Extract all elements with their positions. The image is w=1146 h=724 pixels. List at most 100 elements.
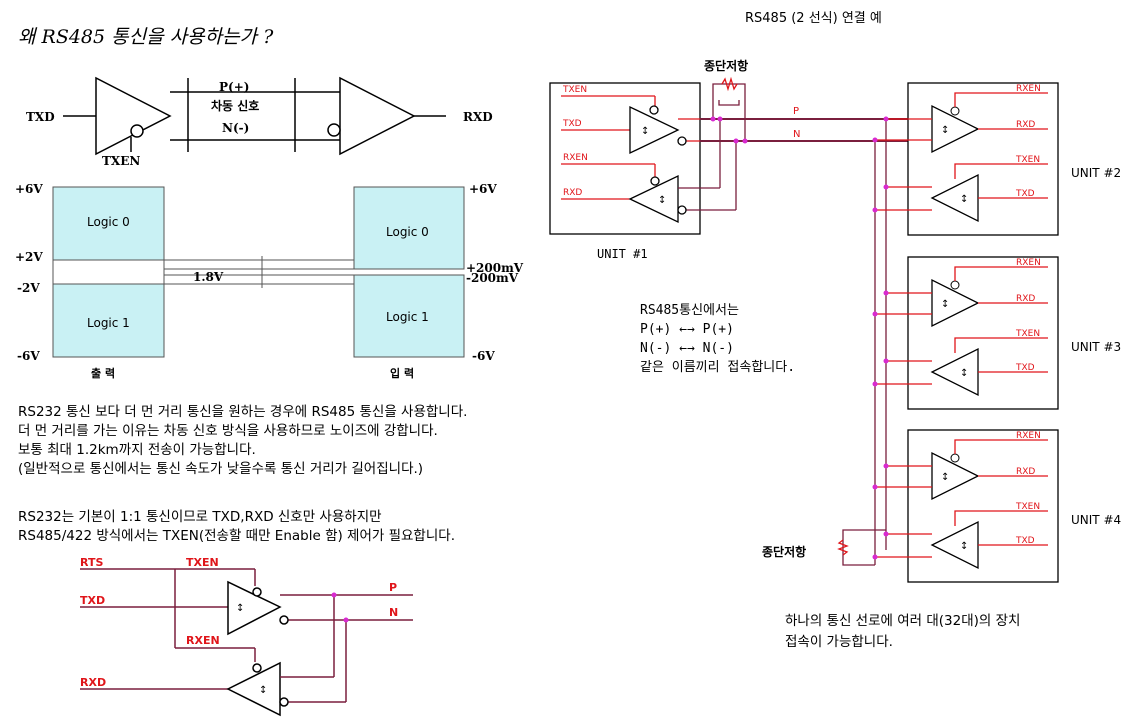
paragraph-2: RS232는 기본이 1:1 통신이므로 TXD,RXD 신호만 사용하지만 R…	[18, 508, 455, 546]
txen-line	[954, 337, 1048, 353]
in-logic0: Logic 0	[386, 225, 429, 239]
unit-rxen-label: RXEN	[1016, 431, 1041, 441]
receiver-icon	[931, 451, 980, 501]
b-rxd: RXD	[80, 676, 106, 689]
svg-text:↕: ↕	[236, 603, 244, 614]
level-diagram	[52, 186, 465, 358]
b-p: P	[389, 581, 397, 594]
top-link-diagram	[63, 76, 446, 156]
junction-dot	[883, 531, 889, 537]
p1-line: (일반적으로 통신에서는 통신 속도가 낮을수록 통신 거리가 길어집니다.)	[18, 461, 424, 477]
terminator-top-label: 종단저항	[704, 58, 748, 73]
unit-txen-label: TXEN	[1015, 329, 1040, 339]
junction-dot	[883, 116, 889, 122]
rxen-line	[954, 439, 1048, 454]
in-pos6: +6V	[469, 182, 497, 196]
network-title: RS485 (2 선식) 연결 예	[745, 11, 882, 26]
top-rxd-label: RXD	[463, 110, 493, 124]
out-neg6: -6V	[17, 349, 40, 363]
explain-line: RS485통신에서는	[640, 303, 739, 318]
junction-dot	[872, 554, 878, 560]
out-pos6: +6V	[15, 182, 43, 196]
explain-line: N(-) ←→ N(-)	[640, 341, 734, 356]
unit-rxd-label: RXD	[1016, 294, 1035, 304]
in-logic1: Logic 1	[386, 310, 429, 324]
top-n-label: N(-)	[222, 121, 249, 135]
p1-line: RS232 통신 보다 더 먼 거리 통신을 원하는 경우에 RS485 통신을…	[18, 404, 468, 420]
bus-p-label: P	[793, 106, 799, 117]
explain-line: P(+) ←→ P(+)	[640, 322, 734, 337]
junction-dot	[872, 207, 878, 213]
page-title: 왜 RS485 통신을 사용하는가 ?	[18, 26, 274, 48]
u1-rxd: RXD	[563, 188, 582, 198]
svg-text:↕: ↕	[259, 685, 267, 696]
b-rxen: RXEN	[186, 634, 220, 647]
unit-rxd-label: RXD	[1016, 120, 1035, 130]
svg-text:↕: ↕	[641, 126, 649, 137]
receiver-icon	[931, 278, 980, 328]
note-line: 접속이 가능합니다.	[785, 634, 893, 650]
bidirectional-icon: ↕	[960, 541, 968, 552]
b-rts: RTS	[80, 556, 103, 569]
in-neg200: -200mV	[466, 271, 519, 285]
margin-label: 1.8V	[193, 270, 224, 284]
out-neg2: -2V	[17, 281, 40, 295]
terminator-bottom-label: 종단저항	[762, 544, 806, 559]
b-txen: TXEN	[186, 556, 219, 569]
rxen-line	[954, 266, 1048, 281]
junction-dot	[872, 137, 878, 143]
p1-line: 보통 최대 1.2km까지 전송이 가능합니다.	[18, 442, 256, 458]
note-line: 하나의 통신 선로에 여러 대(32대)의 장치	[785, 613, 1021, 629]
junction-dot	[872, 381, 878, 387]
out-logic1: Logic 1	[87, 316, 130, 330]
bidirectional-icon: ↕	[960, 368, 968, 379]
in-pos200: +200mV	[466, 261, 524, 275]
receiver-icon	[931, 104, 980, 154]
unit-txd-label: TXD	[1015, 189, 1035, 199]
unit-txd-label: TXD	[1015, 363, 1035, 373]
top-txd-label: TXD	[26, 110, 55, 124]
junction-dot	[872, 484, 878, 490]
u1-rxen: RXEN	[563, 153, 588, 163]
b-txd: TXD	[80, 594, 105, 607]
paragraph-1: RS232 통신 보다 더 먼 거리 통신을 원하는 경우에 RS485 통신을…	[18, 403, 467, 479]
explain-line: 같은 이름끼리 접속합니다.	[640, 360, 796, 375]
unit-rxen-label: RXEN	[1016, 258, 1041, 268]
bus-n-label: N	[793, 129, 800, 140]
enable-bubble-icon	[950, 280, 960, 290]
bidirectional-icon: ↕	[941, 472, 949, 483]
unit-label: UNIT #3	[1071, 340, 1121, 354]
in-label: 입 력	[390, 367, 414, 380]
txen-line	[954, 510, 1048, 526]
unit-label: UNIT #4	[1071, 513, 1121, 527]
top-p-label: P(+)	[219, 80, 249, 94]
unit-txen-label: TXEN	[1015, 502, 1040, 512]
unit-rxd-label: RXD	[1016, 467, 1035, 477]
units-layer: ↕ ↕ RXEN RXD TXEN TXD UNIT #2 ↕ ↕ RXEN RXD TXEN TXD U…	[872, 82, 1121, 583]
bidirectional-icon: ↕	[941, 125, 949, 136]
svg-text:↕: ↕	[658, 195, 666, 206]
bidirectional-icon: ↕	[960, 194, 968, 205]
junction-dot	[883, 358, 889, 364]
top-diff-label: 차동 신호	[211, 98, 259, 113]
note-text: 하나의 통신 선로에 여러 대(32대)의 장치 접속이 가능합니다.	[785, 611, 1020, 653]
u1-txen: TXEN	[562, 85, 587, 95]
top-txen-label: TXEN	[102, 154, 140, 168]
p2-line: RS232는 기본이 1:1 통신이므로 TXD,RXD 신호만 사용하지만	[18, 509, 382, 525]
network-diagram: ↕ ↕	[549, 76, 930, 566]
bidirectional-icon: ↕	[941, 299, 949, 310]
enable-bubble-icon	[950, 453, 960, 463]
junction-dot	[872, 311, 878, 317]
out-pos2: +2V	[15, 250, 43, 264]
p1-line: 더 먼 거리를 가는 이유는 차동 신호 방식을 사용하므로 노이즈에 강합니다…	[18, 423, 438, 439]
b-n: N	[389, 606, 398, 619]
p2-line: RS485/422 방식에서는 TXEN(전송할 때만 Enable 함) 제어…	[18, 528, 455, 544]
junction-dot	[883, 463, 889, 469]
enable-bubble-icon	[950, 106, 960, 116]
unit1-label: UNIT #1	[597, 247, 648, 261]
unit-label: UNIT #2	[1071, 166, 1121, 180]
out-logic0: Logic 0	[87, 215, 130, 229]
bottom-circuit: ↕ ↕	[80, 568, 413, 717]
junction-dot	[883, 290, 889, 296]
txen-line	[954, 163, 1048, 179]
